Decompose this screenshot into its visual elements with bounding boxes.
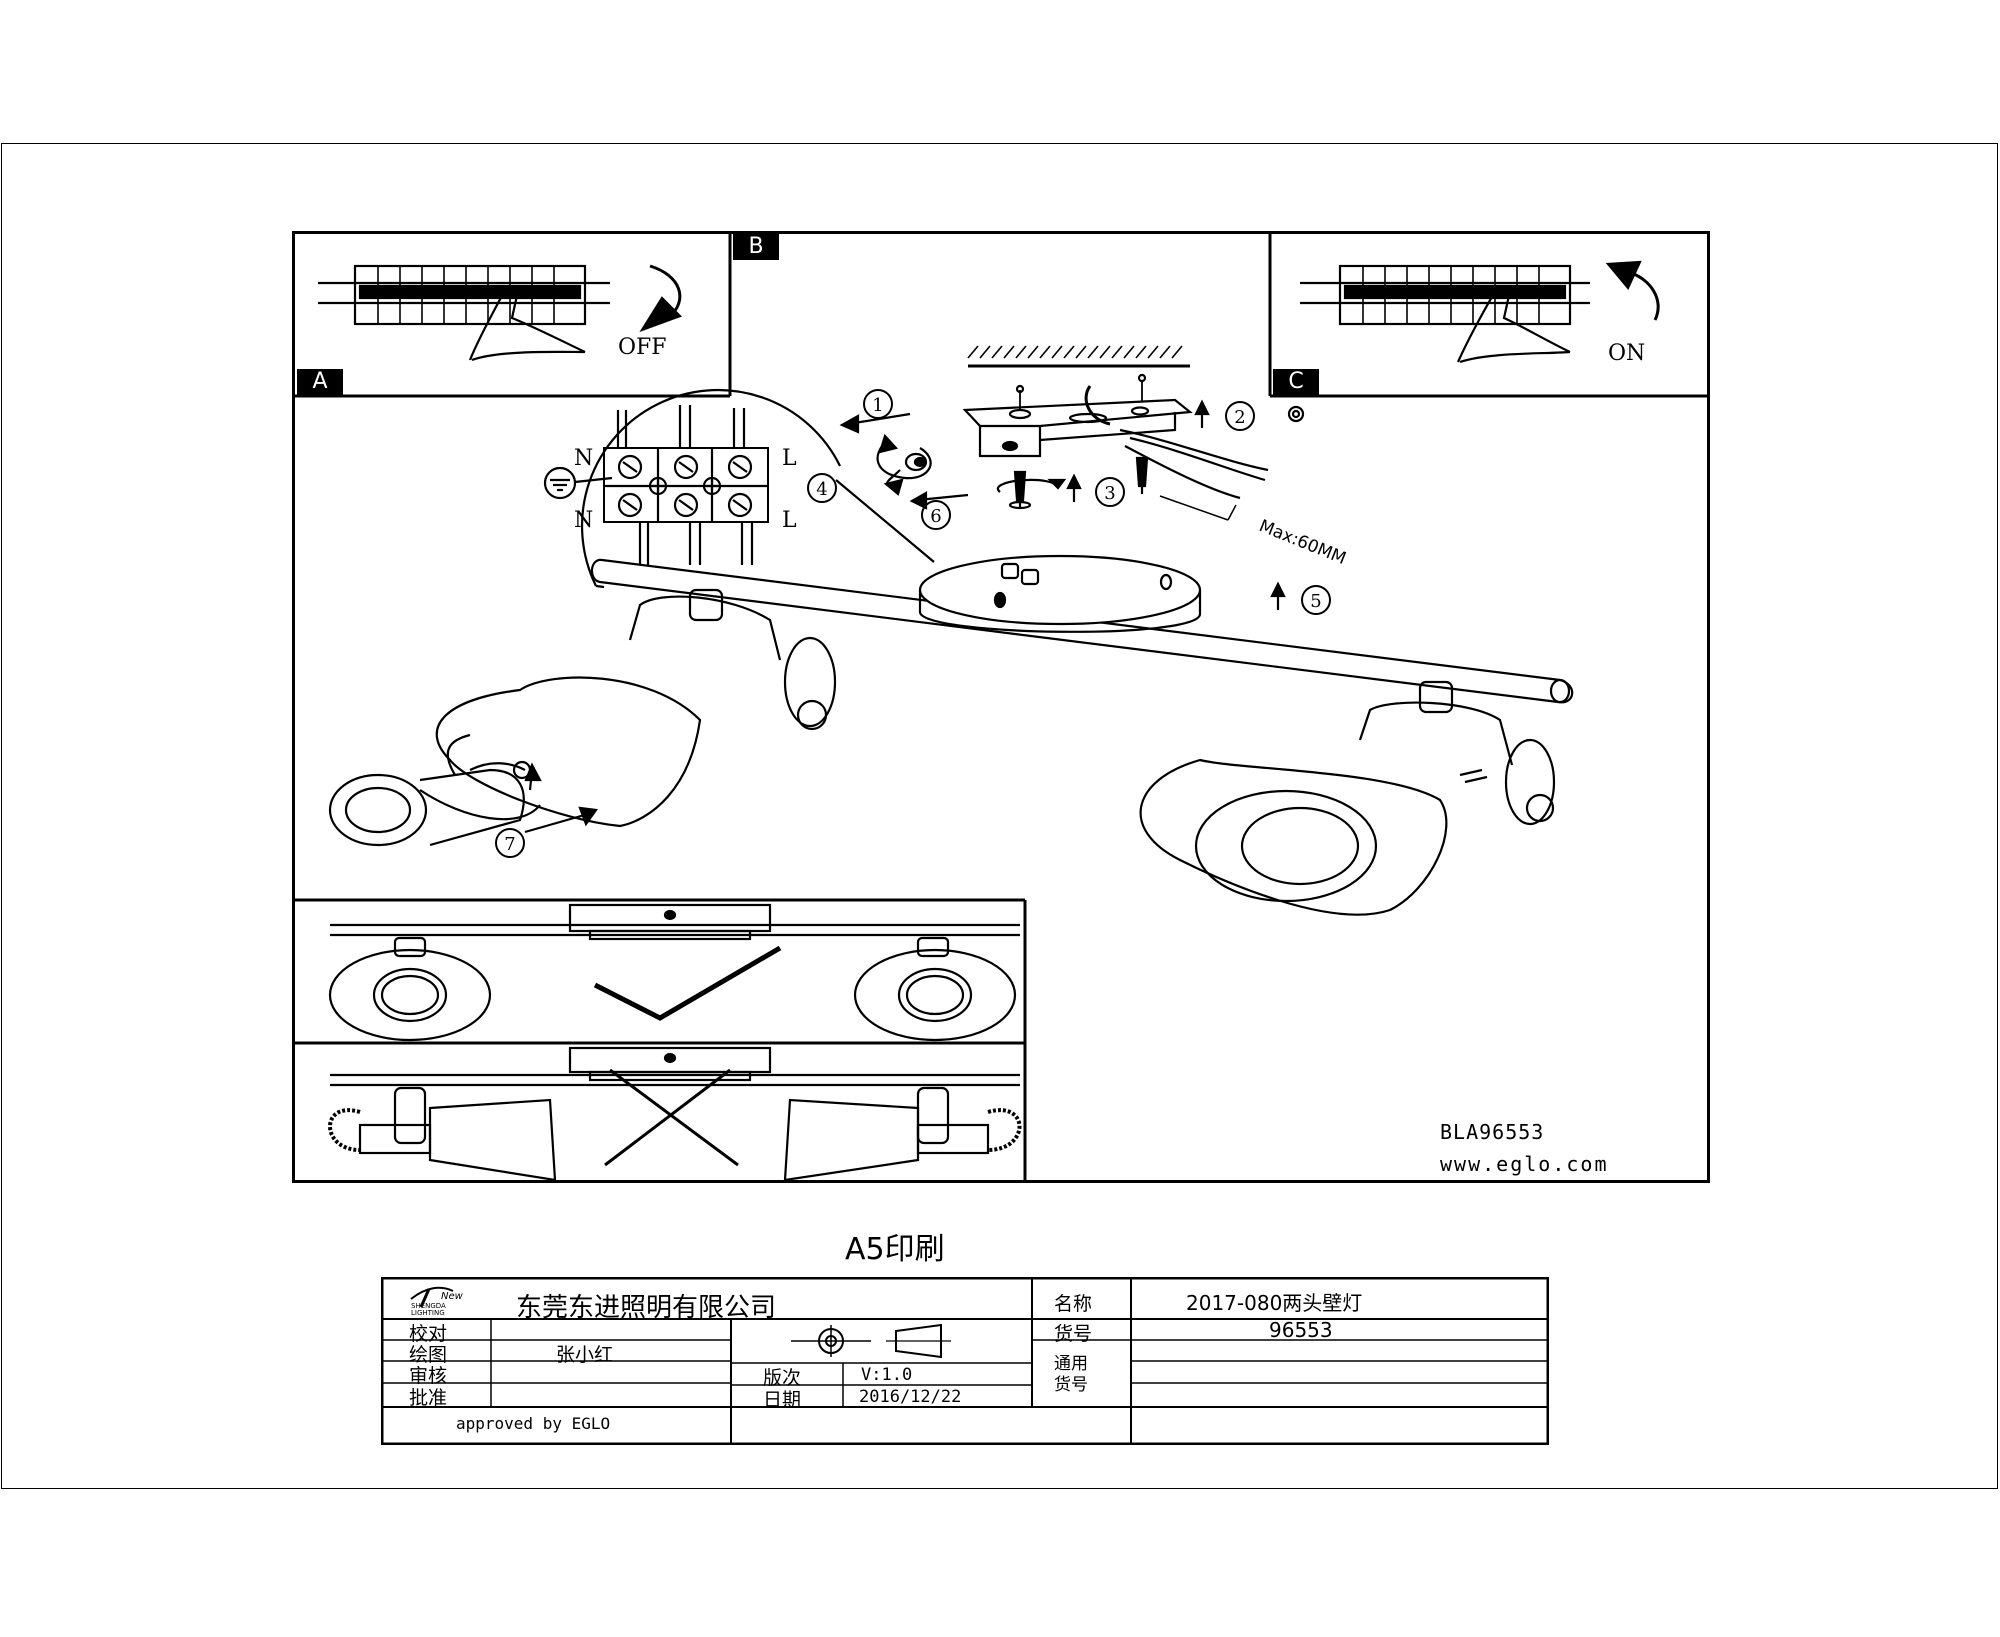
drawing-frame bbox=[292, 231, 1710, 1183]
step-6-number: 6 bbox=[930, 506, 941, 527]
correct-orientation bbox=[328, 903, 1020, 1042]
item-value: 96553 bbox=[1269, 1318, 1333, 1342]
step-3-number: 3 bbox=[1104, 483, 1115, 504]
version-label: 版次 bbox=[763, 1367, 802, 1389]
title-block-grid bbox=[381, 1277, 1549, 1445]
date-value: 2016/12/22 bbox=[859, 1387, 962, 1407]
lamp-bar bbox=[590, 554, 1574, 704]
print-size-note: A5印刷 bbox=[845, 1232, 945, 1267]
wire-l-bottom: L bbox=[782, 508, 797, 533]
logo-sub-2: LIGHTING bbox=[411, 1309, 445, 1317]
model-code: BLA96553 bbox=[1440, 1120, 1545, 1144]
sheet-border bbox=[1, 143, 1998, 1489]
left-spotlight bbox=[328, 588, 837, 847]
company-name: 东莞东进照明有限公司 bbox=[516, 1293, 777, 1323]
name-value: 2017-080两头壁灯 bbox=[1186, 1291, 1363, 1315]
step-arrows bbox=[839, 399, 1305, 610]
proofread-label: 校对 bbox=[409, 1323, 448, 1345]
wire-n-top: N bbox=[574, 446, 593, 471]
version-value: V:1.0 bbox=[861, 1365, 913, 1385]
general-label-2: 货号 bbox=[1054, 1375, 1088, 1395]
logo-mark: New bbox=[441, 1291, 463, 1302]
panel-b-label: B bbox=[733, 234, 779, 260]
wrong-orientation bbox=[328, 1046, 1022, 1182]
panel-a-label: A bbox=[297, 369, 343, 395]
step-4-number: 4 bbox=[816, 479, 827, 500]
mounting-bracket bbox=[962, 373, 1269, 521]
website-url: www.eglo.com bbox=[1440, 1152, 1609, 1176]
review-label: 审核 bbox=[409, 1365, 448, 1387]
step-1-number: 1 bbox=[872, 395, 883, 416]
panel-c-label: C bbox=[1273, 369, 1319, 395]
drawn-value: 张小红 bbox=[556, 1344, 614, 1366]
panel-dividers bbox=[292, 231, 1710, 1183]
ceiling-hatch bbox=[967, 345, 1190, 368]
right-spotlight bbox=[1139, 680, 1556, 916]
general-label-1: 通用 bbox=[1054, 1354, 1088, 1374]
approved-by: approved by EGLO bbox=[456, 1414, 611, 1433]
step-7-number: 7 bbox=[504, 834, 515, 855]
breaker-off-illustration bbox=[318, 264, 682, 362]
on-label: ON bbox=[1608, 341, 1645, 366]
drawn-label: 绘图 bbox=[409, 1344, 448, 1366]
step-2-number: 2 bbox=[1234, 407, 1245, 428]
date-label: 日期 bbox=[763, 1389, 802, 1411]
step-5-number: 5 bbox=[1310, 591, 1321, 612]
terminal-block-detail bbox=[543, 389, 935, 589]
step-circles bbox=[495, 389, 1331, 858]
approve-label: 批准 bbox=[409, 1387, 448, 1409]
wire-l-top: L bbox=[782, 446, 797, 471]
breaker-on-illustration bbox=[1300, 260, 1660, 364]
name-label: 名称 bbox=[1054, 1293, 1093, 1315]
logo-sub-1: SHENGDA bbox=[411, 1302, 446, 1310]
title-block: New SHENGDA LIGHTING 东莞东进照明有限公司 校对 绘图 张小… bbox=[381, 1277, 1549, 1445]
max-length-label: Max:60MM bbox=[1256, 516, 1349, 569]
item-label: 货号 bbox=[1054, 1323, 1093, 1345]
wire-n-bottom: N bbox=[574, 508, 593, 533]
off-label: OFF bbox=[618, 335, 667, 360]
